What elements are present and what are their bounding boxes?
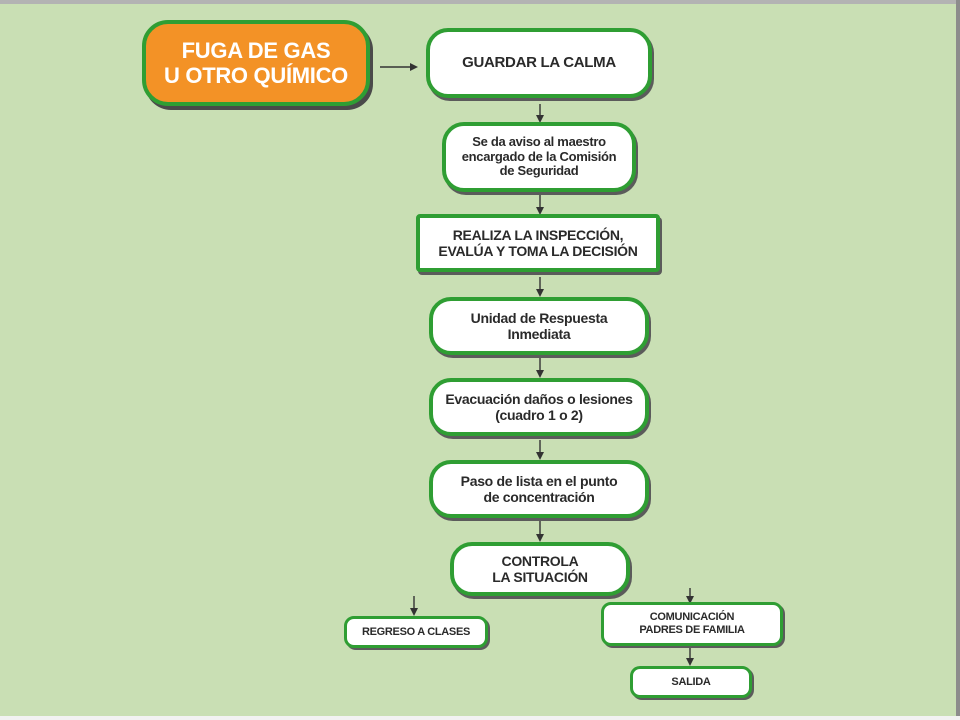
step-inspection: REALIZA LA INSPECCIÓN, EVALÚA Y TOMA LA … [416, 214, 660, 272]
step-keep-calm: GUARDAR LA CALMA [426, 28, 652, 98]
branch-parent-communication: COMUNICACIÓN PADRES DE FAMILIA [601, 602, 783, 646]
right-border [956, 0, 960, 720]
step-control-situation: CONTROLA LA SITUACIÓN [450, 542, 630, 596]
branch-return-classes: REGRESO A CLASES [344, 616, 488, 648]
step-roll-call: Paso de lista en el punto de concentraci… [429, 460, 649, 518]
step-notify-teacher: Se da aviso al maestro encargado de la C… [442, 122, 636, 192]
step-evacuation: Evacuación daños o lesiones (cuadro 1 o … [429, 378, 649, 436]
branch-exit: SALIDA [630, 666, 752, 698]
step-response-unit: Unidad de Respuesta Inmediata [429, 297, 649, 355]
top-border [0, 0, 960, 4]
bottom-border [0, 716, 960, 720]
start-node: FUGA DE GAS U OTRO QUÍMICO [142, 20, 370, 106]
